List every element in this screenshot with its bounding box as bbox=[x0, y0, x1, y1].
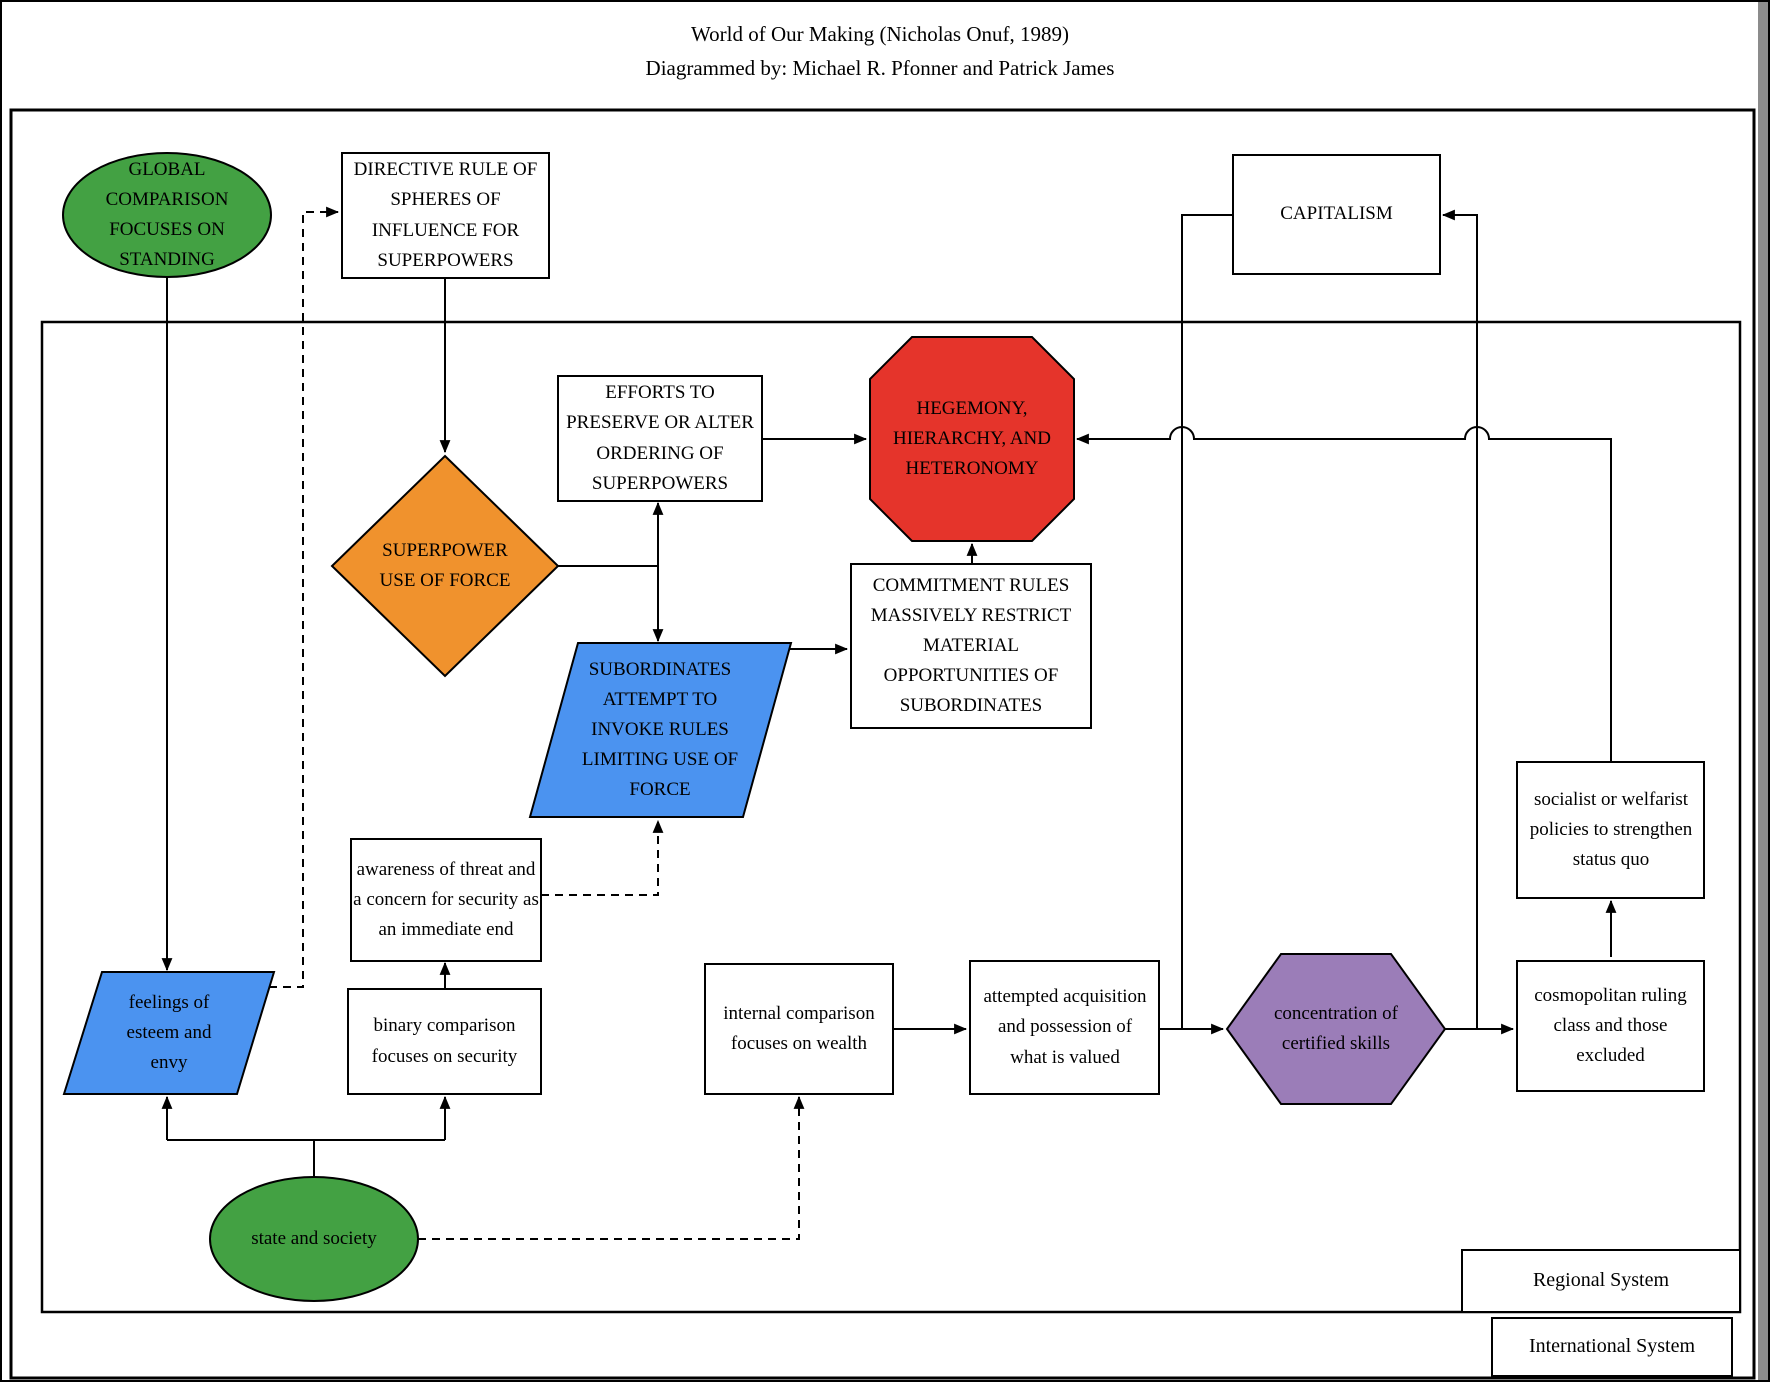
feelings-esteem-parallelogram bbox=[62, 971, 276, 1095]
cosmopolitan-class-box bbox=[1516, 960, 1705, 1092]
edge-concentration-to-capitalism bbox=[1441, 209, 1478, 1029]
title-line-2: Diagrammed by: Michael R. Pfonner and Pa… bbox=[645, 55, 1115, 80]
international-system-label-box bbox=[1491, 1317, 1733, 1377]
global-comparison-ellipse bbox=[62, 152, 272, 278]
regional-system-label-box bbox=[1461, 1249, 1741, 1313]
edge-capitalism-to-concentration bbox=[1181, 214, 1233, 1029]
binary-comparison-box bbox=[347, 988, 542, 1095]
edge-awareness-to-subordinates-dashed bbox=[541, 819, 664, 896]
edge-feelings-to-directive-rule-dashed bbox=[269, 206, 340, 988]
internal-comparison-box bbox=[704, 963, 894, 1095]
capitalism-box bbox=[1232, 154, 1441, 275]
directive-rule-box bbox=[341, 152, 550, 279]
edge-socialist-to-hegemony bbox=[1075, 426, 1612, 762]
superpower-force-diamond bbox=[330, 454, 560, 678]
efforts-box bbox=[557, 375, 763, 502]
state-society-ellipse bbox=[209, 1176, 419, 1302]
subordinates-invoke-parallelogram bbox=[528, 642, 793, 818]
concentration-skills-hexagon bbox=[1225, 953, 1447, 1105]
window-edge-strip bbox=[1758, 2, 1768, 1380]
attempted-acquisition-box bbox=[969, 960, 1160, 1095]
edge-state-to-internal-dashed bbox=[418, 1095, 805, 1240]
socialist-policies-box bbox=[1516, 761, 1705, 899]
diagram-title: World of Our Making (Nicholas Onuf, 1989… bbox=[2, 18, 1758, 85]
title-line-1: World of Our Making (Nicholas Onuf, 1989… bbox=[691, 22, 1069, 46]
international-system-frame bbox=[9, 108, 1756, 1380]
regional-system-frame bbox=[40, 320, 1742, 1314]
commitment-rules-box bbox=[850, 563, 1092, 729]
awareness-threat-box bbox=[350, 838, 542, 962]
hegemony-octagon bbox=[869, 336, 1075, 542]
